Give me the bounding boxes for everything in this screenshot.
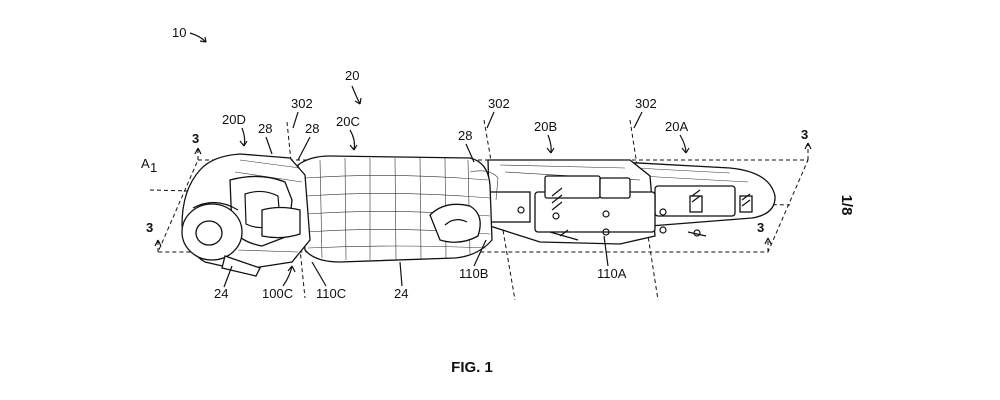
label-20C: 20C	[336, 114, 360, 129]
label-20D: 20D	[222, 112, 246, 127]
label-302-c: 302	[635, 96, 657, 111]
label-100C: 100C	[262, 286, 293, 301]
axis-subscript: 1	[150, 160, 157, 175]
axis-label: A	[141, 156, 150, 171]
label-24-a: 24	[214, 286, 228, 301]
label-110C: 110C	[316, 286, 346, 301]
label-302-b: 302	[488, 96, 510, 111]
joint-plane-20D-20C	[286, 121, 306, 299]
section-mark-top-right: 3	[801, 127, 808, 142]
ref-20-arrow	[351, 85, 361, 105]
label-28-a: 28	[258, 121, 272, 136]
label-302-a: 302	[291, 96, 313, 111]
ref-20: 20	[345, 68, 359, 83]
label-28-b: 28	[305, 121, 319, 136]
section-mark-bottom-left: 3	[146, 220, 153, 235]
section-mark-bottom-right: 3	[757, 220, 764, 235]
label-24-b: 24	[394, 286, 408, 301]
sheet-number: 1/8	[838, 195, 855, 216]
section-mark-top-left: 3	[192, 131, 199, 146]
label-110B: 110B	[459, 266, 488, 281]
ref-10: 10	[172, 25, 186, 40]
label-20B: 20B	[534, 119, 557, 134]
ref-10-arrow	[189, 32, 207, 43]
figure-caption: FIG. 1	[451, 359, 493, 376]
label-20A: 20A	[665, 119, 688, 134]
label-28-c: 28	[458, 128, 472, 143]
label-110A: 110A	[597, 266, 627, 281]
